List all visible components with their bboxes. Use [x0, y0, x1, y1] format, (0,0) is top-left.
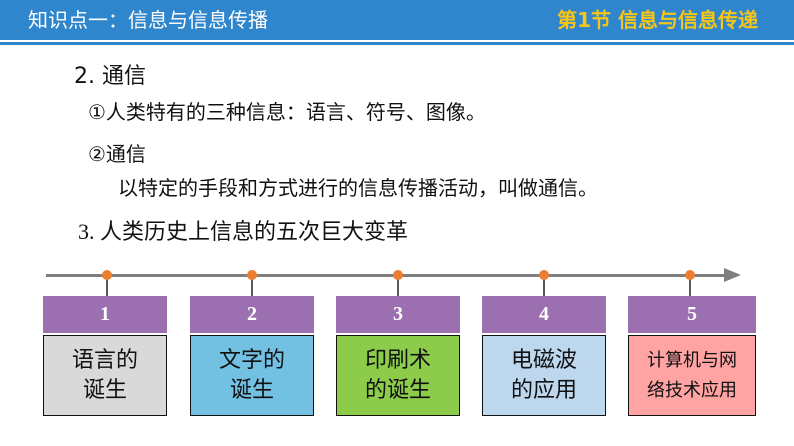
timeline-connector [689, 275, 691, 296]
stage-line1: 印刷术 [364, 347, 431, 373]
timeline-connector [397, 275, 399, 296]
timeline-axis [46, 274, 730, 277]
item-communication-title: ②通信 [88, 142, 146, 166]
stage-line2: 诞生 [82, 377, 127, 403]
stage-line1: 语言的 [71, 347, 138, 373]
stage-number-box: 3 [336, 296, 460, 333]
header-divider [0, 42, 794, 45]
timeline-connector [106, 275, 108, 296]
stage-card-printing: 印刷术 的诞生 [336, 335, 460, 416]
heading-number: 3. [78, 219, 100, 244]
stage-line2: 络技术应用 [647, 379, 737, 401]
stage-number-box: 5 [628, 296, 756, 333]
stage-number-box: 2 [190, 296, 314, 333]
stage-card-language: 语言的 诞生 [43, 335, 167, 416]
stage-line1: 计算机与网 [647, 349, 737, 371]
stage-line1: 文字的 [218, 347, 285, 373]
item-three-info-types: ①人类特有的三种信息：语言、符号、图像。 [88, 100, 486, 124]
stage-line2: 的诞生 [364, 377, 431, 403]
section-title: 第1节 信息与信息传递 [557, 8, 758, 32]
stage-card-computer-network: 计算机与网 络技术应用 [628, 335, 756, 416]
stage-number-box: 4 [482, 296, 606, 333]
stage-line2: 的应用 [510, 377, 577, 403]
timeline-dot [393, 270, 403, 280]
topic-title: 知识点一：信息与信息传播 [28, 8, 268, 32]
timeline-arrow-icon [724, 268, 741, 282]
timeline-connector [543, 275, 545, 296]
timeline-dot [102, 270, 112, 280]
timeline-connector [251, 275, 253, 296]
stage-card-writing: 文字的 诞生 [190, 335, 314, 416]
timeline-dot [685, 270, 695, 280]
timeline-dot [247, 270, 257, 280]
heading-text: 人类历史上信息的五次巨大变革 [100, 220, 409, 245]
stage-line1: 电磁波 [510, 347, 577, 373]
stage-number-box: 1 [43, 296, 167, 333]
header-band [0, 0, 794, 40]
item-communication-definition: 以特定的手段和方式进行的信息传播活动，叫做通信。 [118, 176, 598, 200]
stage-card-electromagnetic: 电磁波 的应用 [482, 335, 606, 416]
heading-communication: 2. 通信 [74, 64, 146, 89]
heading-five-revolutions: 3. 人类历史上信息的五次巨大变革 [78, 214, 408, 246]
stage-line2: 诞生 [229, 377, 274, 403]
timeline-dot [539, 270, 549, 280]
